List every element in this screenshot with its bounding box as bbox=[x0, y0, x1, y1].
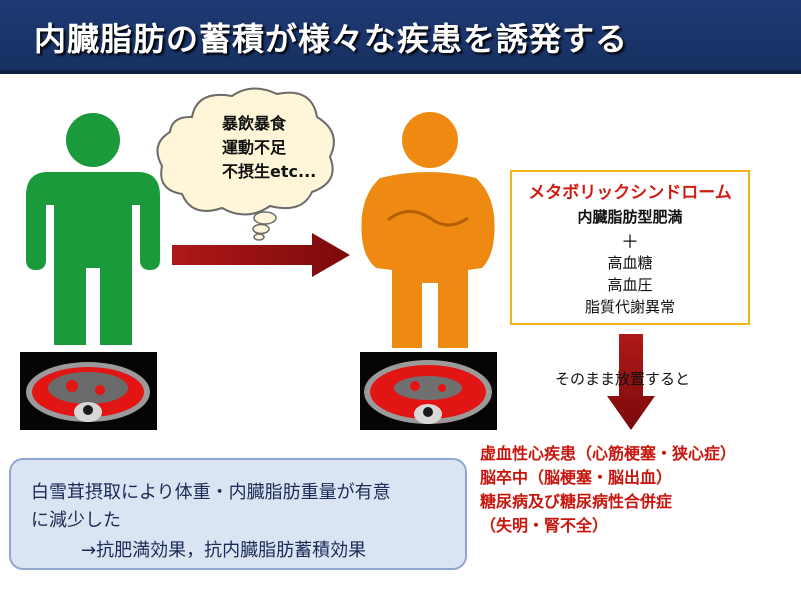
condition-item: 高血圧 bbox=[607, 276, 653, 294]
title-bar: 内臓脂肪の蓄積が様々な疾患を誘発する bbox=[0, 0, 801, 74]
disease-item: 脳卒中（脳梗塞・脳出血） bbox=[480, 468, 673, 487]
metabolic-syndrome-title: メタボリックシンドローム bbox=[528, 183, 732, 203]
thought-cloud-icon bbox=[156, 87, 335, 241]
thought-line-2: 運動不足 bbox=[222, 138, 287, 157]
page-title: 内臓脂肪の蓄積が様々な疾患を誘発する bbox=[34, 20, 629, 58]
title-underline bbox=[0, 70, 801, 74]
ct-scan-obese bbox=[360, 352, 497, 430]
ct-scan-healthy bbox=[20, 352, 157, 430]
visceral-obesity-label: 内臓脂肪型肥満 bbox=[577, 208, 683, 226]
plus-sign: ＋ bbox=[621, 232, 639, 253]
summary-text-line-1: 白雪茸摂取により体重・内臓脂肪重量が有意 bbox=[31, 482, 391, 503]
summary-text-line-3: →抗肥満効果，抗内臓脂肪蓄積効果 bbox=[81, 540, 367, 561]
condition-item: 高血糖 bbox=[607, 254, 653, 272]
right-arrow-icon bbox=[172, 233, 350, 277]
metabolic-syndrome-box: メタボリックシンドローム 内臓脂肪型肥満 ＋ 高血糖 高血圧 脂質代謝異常 bbox=[510, 170, 750, 325]
disease-item: （失明・腎不全） bbox=[480, 516, 609, 535]
thought-line-3: 不摂生etc... bbox=[222, 162, 317, 181]
summary-box: 白雪茸摂取により体重・内臓脂肪重量が有意 に減少した →抗肥満効果，抗内臓脂肪蓄… bbox=[9, 458, 467, 570]
down-arrow-icon bbox=[607, 334, 655, 430]
summary-text-line-2: に減少した bbox=[31, 510, 121, 531]
thought-line-1: 暴飲暴食 bbox=[222, 114, 287, 133]
if-left-untreated-label: そのまま放置すると bbox=[555, 370, 691, 388]
healthy-person-icon bbox=[26, 113, 160, 345]
disease-item: 糖尿病及び糖尿病性合併症 bbox=[480, 492, 673, 511]
obese-person-icon bbox=[361, 112, 495, 348]
disease-item: 虚血性心疾患（心筋梗塞・狭心症） bbox=[480, 444, 737, 463]
condition-item: 脂質代謝異常 bbox=[584, 298, 675, 316]
